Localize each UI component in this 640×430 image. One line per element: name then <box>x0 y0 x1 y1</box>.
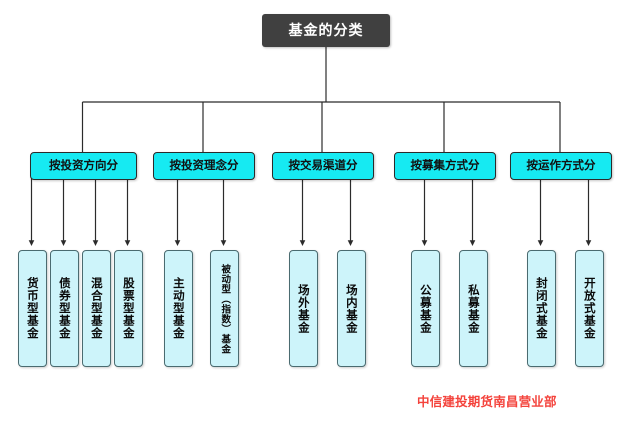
leaf-node-label: 主动型基金 <box>171 277 186 340</box>
leaf-node-3-1[interactable]: 场外基金 <box>289 250 318 367</box>
leaf-node-label: 开放式基金 <box>582 277 597 340</box>
leaf-node-label: 私募基金 <box>466 283 481 334</box>
root-node-label: 基金的分类 <box>288 22 364 39</box>
category-node-4[interactable]: 按募集方式分 <box>394 152 496 180</box>
leaf-node-label: 封闭式基金 <box>534 277 549 340</box>
leaf-node-label: 公募基金 <box>418 283 433 334</box>
leaf-node-label: 货币型基金 <box>25 277 40 340</box>
category-node-label: 按交易渠道分 <box>288 158 358 173</box>
category-node-label: 按运作方式分 <box>526 158 596 173</box>
category-node-3[interactable]: 按交易渠道分 <box>272 152 374 180</box>
leaf-node-4-2[interactable]: 私募基金 <box>459 250 488 367</box>
watermark-text: 中信建投期货南昌营业部 <box>417 394 557 409</box>
leaf-node-2-2[interactable]: 被动型（指数）基金 <box>210 250 239 367</box>
leaf-node-4-1[interactable]: 公募基金 <box>411 250 440 367</box>
category-node-1[interactable]: 按投资方向分 <box>30 152 137 180</box>
category-node-label: 按募集方式分 <box>410 158 480 173</box>
category-node-label: 按投资理念分 <box>169 158 239 173</box>
leaf-node-3-2[interactable]: 场内基金 <box>337 250 366 367</box>
category-node-5[interactable]: 按运作方式分 <box>510 152 612 180</box>
category-node-2[interactable]: 按投资理念分 <box>153 152 255 180</box>
leaf-node-label: 场外基金 <box>296 283 311 334</box>
leaf-node-2-1[interactable]: 主动型基金 <box>164 250 193 367</box>
category-node-label: 按投资方向分 <box>49 158 118 173</box>
leaf-node-5-2[interactable]: 开放式基金 <box>575 250 604 367</box>
leaf-node-5-1[interactable]: 封闭式基金 <box>527 250 556 367</box>
root-node[interactable]: 基金的分类 <box>262 14 390 47</box>
leaf-node-1-3[interactable]: 混合型基金 <box>82 250 111 367</box>
leaf-node-label: 混合型基金 <box>89 277 104 340</box>
leaf-node-1-4[interactable]: 股票型基金 <box>114 250 143 367</box>
leaf-node-label: 被动型（指数）基金 <box>219 263 231 354</box>
leaf-node-label: 债券型基金 <box>57 277 72 340</box>
leaf-node-label: 股票型基金 <box>121 277 136 340</box>
leaf-node-1-2[interactable]: 债券型基金 <box>50 250 79 367</box>
leaf-node-1-1[interactable]: 货币型基金 <box>18 250 47 367</box>
leaf-node-label: 场内基金 <box>344 283 359 334</box>
